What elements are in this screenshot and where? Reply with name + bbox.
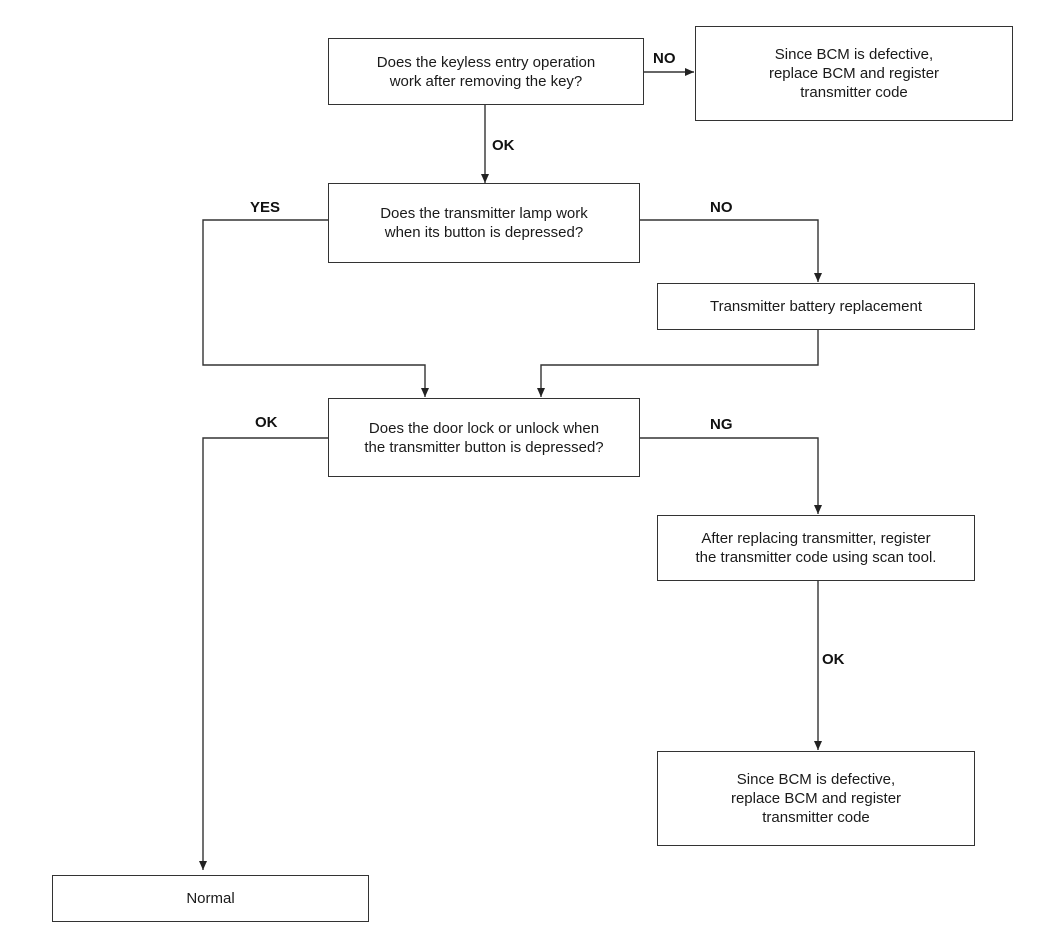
label-lamp-no: NO <box>710 199 733 216</box>
node-battery-replacement: Transmitter battery replacement <box>657 283 975 330</box>
edge-door-ng <box>640 437 822 514</box>
edge-lamp-yes <box>202 219 429 397</box>
label-door-ng: NG <box>710 416 733 433</box>
node-replace-transmitter: After replacing transmitter, register th… <box>657 515 975 581</box>
label-door-ok: OK <box>255 414 278 431</box>
node-lamp-question: Does the transmitter lamp work when its … <box>328 183 640 263</box>
node-normal: Normal <box>52 875 369 922</box>
label-replace-ok: OK <box>822 651 845 668</box>
edge-battery-to-door <box>537 330 819 397</box>
node-keyless-question: Does the keyless entry operation work af… <box>328 38 644 105</box>
label-keyless-no: NO <box>653 50 676 67</box>
label-keyless-ok: OK <box>492 137 515 154</box>
edge-lamp-no <box>640 219 822 282</box>
edge-door-ok <box>199 437 328 870</box>
label-lamp-yes: YES <box>250 199 281 216</box>
node-door-question: Does the door lock or unlock when the tr… <box>328 398 640 477</box>
node-bcm-replace-top: Since BCM is defective, replace BCM and … <box>695 26 1013 121</box>
node-bcm-replace-bottom: Since BCM is defective, replace BCM and … <box>657 751 975 846</box>
